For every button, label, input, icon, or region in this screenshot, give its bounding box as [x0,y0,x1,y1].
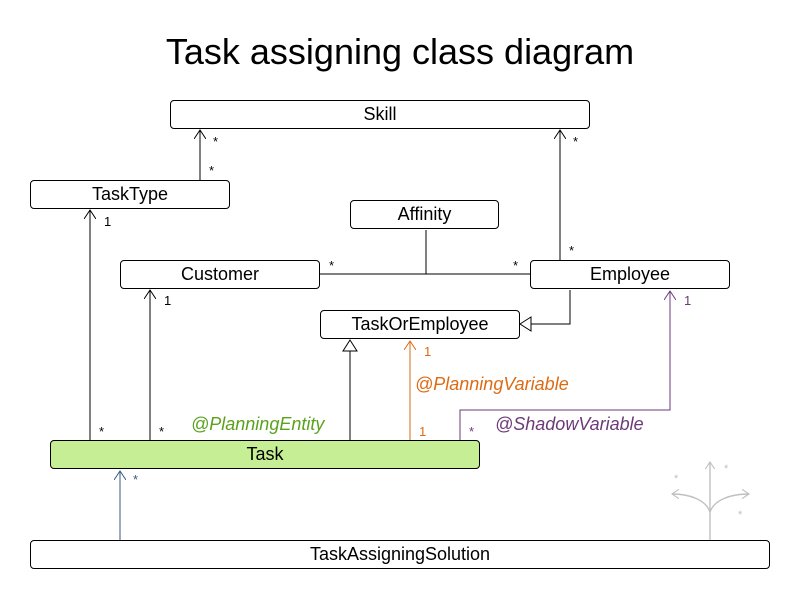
multiplicity-label: * [209,163,214,178]
class-customer[interactable]: Customer [120,260,320,289]
multiplicity-label: * [133,472,138,487]
shadow-variable-link [459,291,670,440]
planning-variable-annotation: @PlanningVariable [415,374,569,394]
multiplicity-label: * [213,134,218,149]
optaplanner-logo-icon [672,462,749,540]
employee-generalization-link [531,290,571,325]
class-affinity[interactable]: Affinity [350,200,499,229]
class-task[interactable]: Task [50,440,480,469]
class-task-assigning-solution[interactable]: TaskAssigningSolution [30,540,770,569]
diagram-title: Task assigning class diagram [165,31,635,72]
task-generalization-arrowhead [342,339,358,352]
logo-mark: * [674,473,679,485]
multiplicity-label: * [573,134,578,149]
class-employee[interactable]: Employee [530,260,730,289]
multiplicity-label: * [469,424,474,439]
multiplicity-label: * [329,258,334,273]
employee-generalization-arrowhead [519,316,532,332]
class-task-type[interactable]: TaskType [30,180,230,209]
multiplicity-label: * [99,424,104,439]
multiplicity-label: 1 [419,424,426,439]
multiplicity-label: * [513,258,518,273]
logo-mark: * [724,463,729,475]
shadow-variable-annotation: @ShadowVariable [495,414,644,434]
multiplicity-label: * [569,243,574,258]
multiplicity-label: 1 [424,344,431,359]
class-skill[interactable]: Skill [170,100,590,129]
multiplicity-label: 1 [684,293,691,308]
multiplicity-label: * [159,424,164,439]
multiplicity-label: 1 [164,293,171,308]
logo-mark: * [738,509,743,521]
planning-entity-annotation: @PlanningEntity [191,414,325,434]
multiplicity-label: 1 [104,214,111,229]
class-task-or-employee[interactable]: TaskOrEmployee [320,310,520,339]
